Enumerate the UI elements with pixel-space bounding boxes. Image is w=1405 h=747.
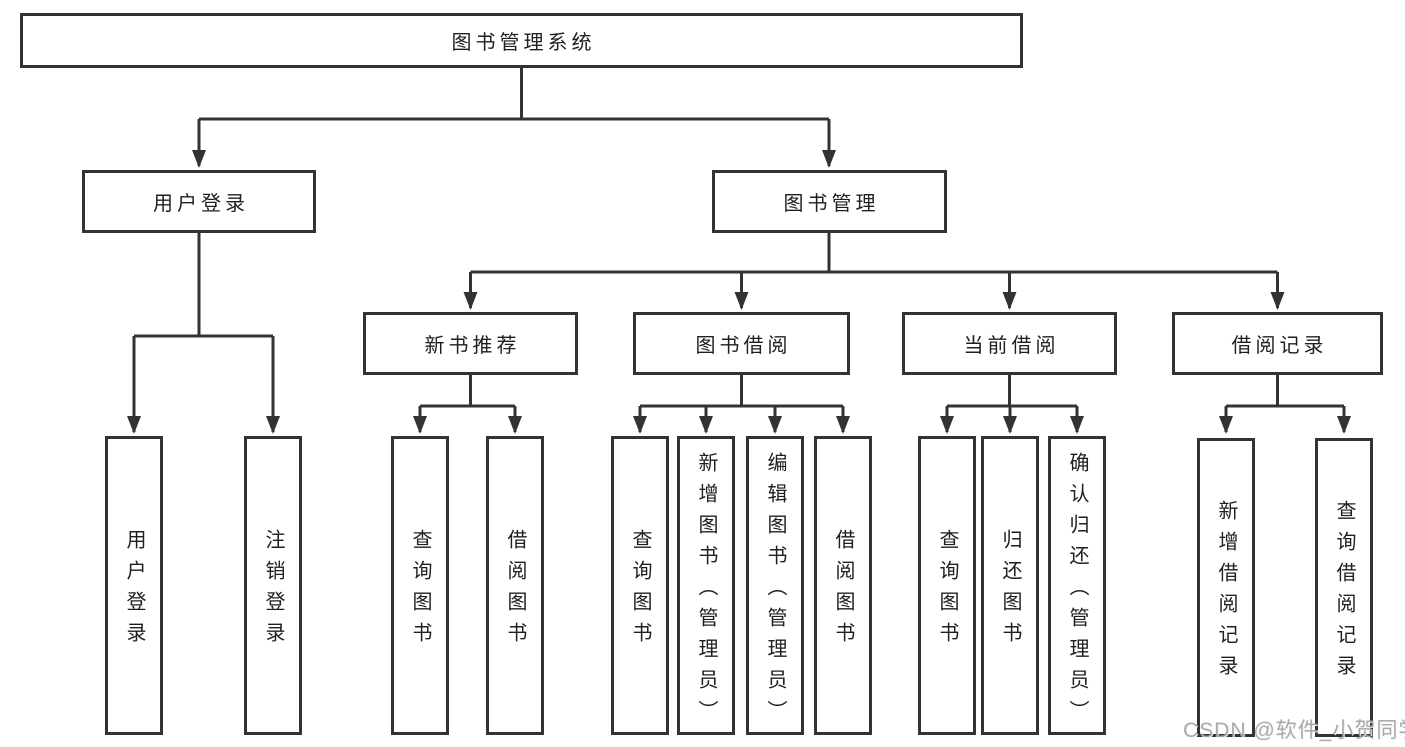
connector-group: [127, 68, 1351, 434]
leaf-edit-books-admin: 编辑图书（管理员）: [746, 436, 804, 735]
node-book-borrowing: 图书借阅: [633, 312, 850, 375]
leaf-borrow-books-borrowing: 借阅图书: [814, 436, 872, 735]
leaf-query-books-borrowing: 查询图书: [611, 436, 669, 735]
leaf-return-books: 归还图书: [981, 436, 1039, 735]
node-user-login: 用户登录: [82, 170, 316, 233]
leaf-add-books-admin: 新增图书（管理员）: [677, 436, 735, 735]
leaf-borrow-books-recommend: 借阅图书: [486, 436, 544, 735]
leaf-query-books-current: 查询图书: [918, 436, 976, 735]
leaf-query-books-recommend: 查询图书: [391, 436, 449, 735]
node-book-management: 图书管理: [712, 170, 947, 233]
leaf-logout: 注销登录: [244, 436, 302, 735]
leaf-add-borrow-record: 新增借阅记录: [1197, 438, 1255, 737]
leaf-confirm-return-admin: 确认归还（管理员）: [1048, 436, 1106, 735]
leaf-query-borrow-record: 查询借阅记录: [1315, 438, 1373, 737]
node-library-system: 图书管理系统: [20, 13, 1023, 68]
node-borrowing-records: 借阅记录: [1172, 312, 1383, 375]
node-current-borrowing: 当前借阅: [902, 312, 1117, 375]
leaf-user-login: 用户登录: [105, 436, 163, 735]
watermark: CSDN @软件_小贺同学: [1183, 719, 1405, 742]
node-new-book-recommend: 新书推荐: [363, 312, 578, 375]
